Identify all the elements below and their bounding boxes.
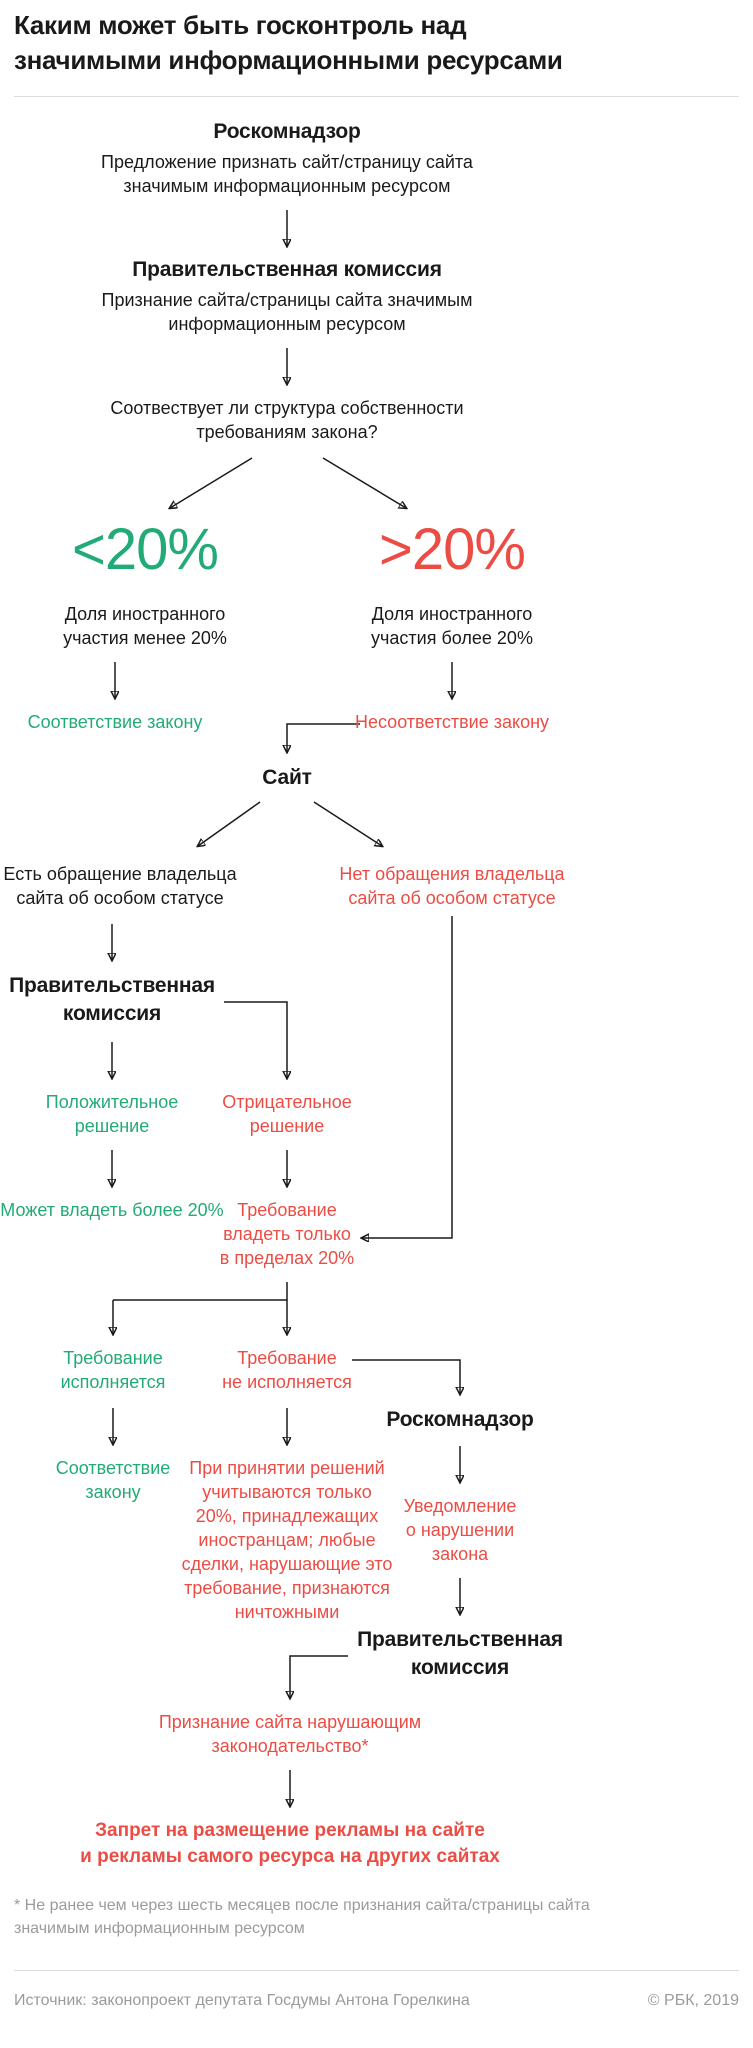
arrow-site-to-request-yes <box>198 801 261 846</box>
node-comply-law: Соответствие закону <box>27 712 203 732</box>
node-owner-request-no: Нет обращения владельца сайта об особом … <box>339 864 565 908</box>
node-ownership-question: Соотвествует ли структура собственности … <box>110 398 464 442</box>
node-violation-notice: Уведомление о нарушении закона <box>403 1496 517 1564</box>
node-less20-value: <20% <box>72 517 219 582</box>
elbow-govcom2-to-negative <box>224 1001 287 1078</box>
page-title: Каким может быть госконтроль над значимы… <box>14 10 563 75</box>
elbow-request-no-to-own-limit <box>362 916 453 1238</box>
node-less20-caption: Доля иностранного участия менее 20% <box>63 604 227 648</box>
node-own-more-20: Может владеть более 20% <box>0 1200 224 1220</box>
node-gov-commission-3: Правительственная комиссия <box>357 1628 563 1679</box>
copyright: © РБК, 2019 <box>647 1992 739 2009</box>
node-ad-ban: Запрет на размещение рекламы на сайте и … <box>80 1820 500 1867</box>
node-site-violation: Признание сайта нарушающим законодательс… <box>158 1712 422 1756</box>
footnote: * Не ранее чем через шесть месяцев после… <box>14 1897 590 1937</box>
arrow-site-to-request-no <box>313 801 382 846</box>
node-roskomnadzor-1: Роскомнадзор <box>213 120 361 143</box>
elbow-not-fulfilled-to-rkn2 <box>352 1359 460 1394</box>
node-owner-request-yes: Есть обращение владельца сайта об особом… <box>3 864 237 908</box>
arrow-question-to-less20 <box>170 457 253 508</box>
node-gov-commission-1: Правительственная комиссия <box>132 258 442 281</box>
footer-divider <box>14 1970 739 1971</box>
elbow-noncomply-to-site <box>287 723 360 752</box>
node-govcom1-text: Признание сайта/страницы сайта значимым … <box>101 290 473 334</box>
node-rkn1-text: Предложение признать сайт/страницу сайта… <box>101 152 473 196</box>
source-credit: Источник: законопроект депутата Госдумы … <box>14 1992 470 2009</box>
node-noncomply-law: Несоответствие закону <box>354 712 550 732</box>
node-comply-law-2: Соответствие закону <box>55 1458 171 1502</box>
title-divider <box>14 96 739 97</box>
node-more20-value: >20% <box>379 517 526 582</box>
node-requirement-not-fulfilled: Требование не исполняется <box>222 1348 352 1392</box>
node-requirement-fulfilled: Требование исполняется <box>60 1348 166 1392</box>
node-gov-commission-2: Правительственная комиссия <box>9 974 215 1025</box>
elbow-govcom3-to-violation <box>290 1655 348 1698</box>
split-own-limit <box>113 1282 288 1301</box>
node-roskomnadzor-2: Роскомнадзор <box>386 1408 534 1431</box>
node-more20-caption: Доля иностранного участия более 20% <box>371 604 533 648</box>
node-own-limit-20: Требование владеть только в пределах 20% <box>219 1200 355 1268</box>
node-decision-positive: Положительное решение <box>45 1092 179 1136</box>
node-decisions-note: При принятии решений учитываются только … <box>181 1458 393 1622</box>
arrow-question-to-more20 <box>322 457 406 508</box>
node-site: Сайт <box>262 766 312 789</box>
node-decision-negative: Отрицательное решение <box>222 1092 352 1136</box>
